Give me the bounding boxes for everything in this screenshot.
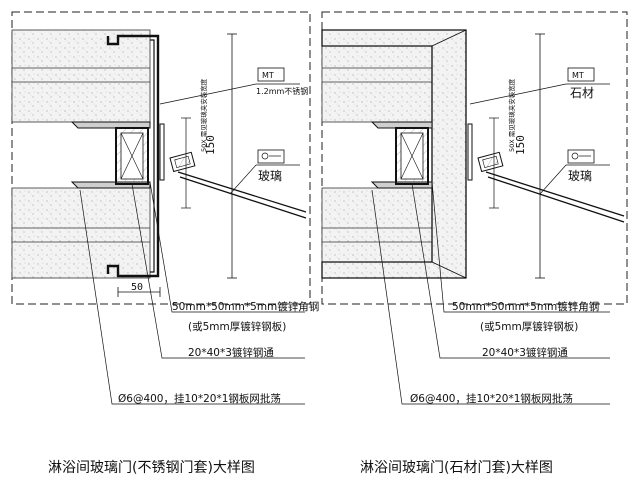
- left-tag1-desc: 1.2mm不锈钢: [256, 86, 308, 96]
- left-wall-lower: [11, 187, 151, 279]
- right-callout-angle-steel: 50mm*50mm*5mm镀锌角钢: [452, 300, 599, 313]
- left-stainless-casing: [106, 34, 160, 278]
- left-angle-steel: [70, 121, 151, 129]
- left-tag1-code: MT: [262, 71, 274, 80]
- right-callout-angle-steel-alt: (或5mm厚镀锌钢板): [480, 320, 578, 333]
- left-tag2-desc: 玻璃: [258, 169, 282, 183]
- left-wall-upper: [11, 29, 151, 123]
- right-tag2-desc: 玻璃: [568, 169, 592, 183]
- right-detail: 150 50X 需见玻璃夹安装宽度 MT 石材 玻璃 50mm*50mm*5mm…: [321, 11, 628, 405]
- left-vertical-note: 50X 需见玻璃夹安装宽度: [199, 78, 208, 152]
- right-tag1-code: MT: [572, 71, 584, 80]
- right-stone-casing: [321, 29, 467, 279]
- right-vertical-note: 50X 需见玻璃夹安装宽度: [507, 78, 516, 152]
- right-caption: 淋浴间玻璃门(石材门套)大样图: [360, 460, 553, 476]
- left-callout-angle-steel: 50mm*50mm*5mm镀锌角钢: [172, 300, 319, 313]
- left-glass-clip: [169, 151, 196, 173]
- left-callout-angle-steel-alt: (或5mm厚镀锌钢板): [188, 320, 286, 333]
- left-callout-steel-tube: 20*40*3镀锌钢通: [188, 346, 274, 359]
- right-dim-150: 150: [514, 135, 527, 155]
- right-glass-clip: [477, 151, 504, 173]
- right-glass-panel: [485, 171, 625, 223]
- right-callout-steel-tube: 20*40*3镀锌钢通: [482, 346, 568, 359]
- left-callout-mesh: Ø6@400，挂10*20*1钢板网批荡: [118, 392, 281, 405]
- left-caption: 淋浴间玻璃门(不锈钢门套)大样图: [48, 460, 255, 476]
- right-tag1-box: [567, 67, 595, 82]
- left-tag1-box: [257, 67, 285, 82]
- right-frame: [321, 11, 628, 305]
- right-tag1-desc: 石材: [570, 86, 594, 100]
- left-frame: [11, 11, 311, 305]
- right-angle-steel: [370, 121, 433, 129]
- left-detail: 150 50X 需见玻璃夹安装宽度 50 MT 1.2mm不锈钢 玻璃 50mm…: [11, 11, 319, 405]
- right-callout-mesh: Ø6@400，挂10*20*1钢板网批荡: [410, 392, 573, 405]
- left-dim-150: 150: [204, 135, 217, 155]
- left-dim-50: 50: [131, 282, 143, 293]
- left-glass-panel: [177, 171, 307, 219]
